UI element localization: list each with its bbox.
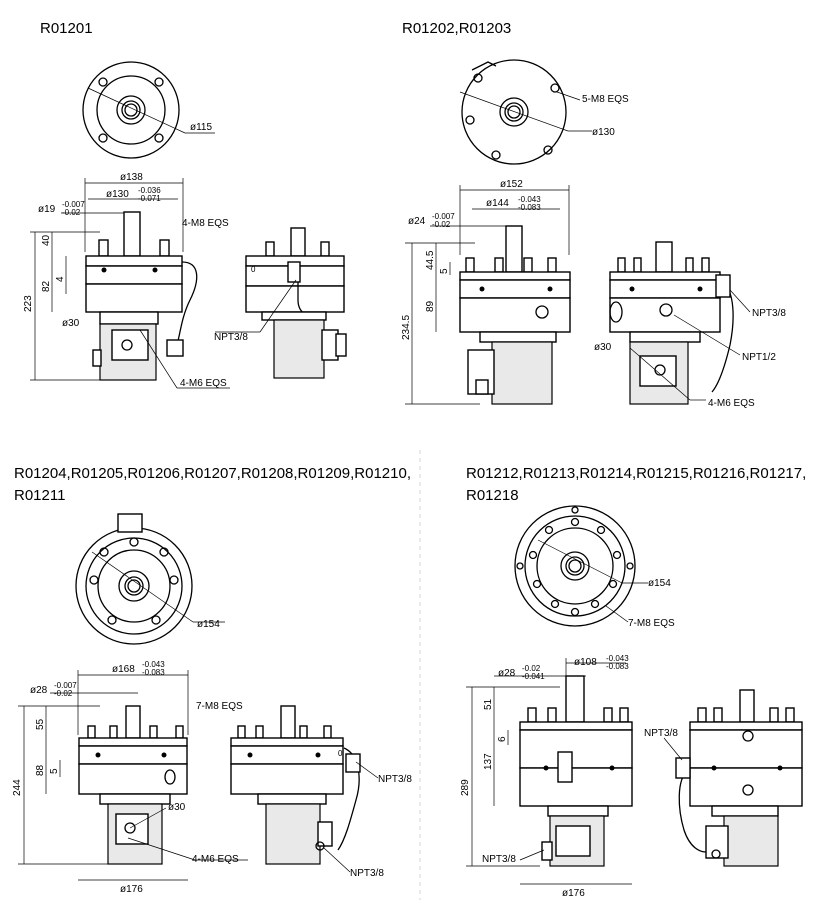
- r01201-top-view: [82, 61, 215, 159]
- r01212-side-view: [466, 658, 633, 885]
- r01201-side-view: [30, 178, 230, 389]
- r01212-pilot-dia: ø108: [574, 657, 597, 668]
- r01202-total: 234.5: [401, 315, 412, 340]
- r01202-port1: NPT3/8: [752, 308, 786, 319]
- r01201-shaft-tol-upper: -0.007: [62, 200, 85, 209]
- r01204-h2: 88: [35, 764, 46, 776]
- r01201-port: NPT3/8: [214, 332, 248, 343]
- r01202-shaft-tol-lower: -0.02: [432, 220, 451, 229]
- r01212-shaft-tol-lower: -0.041: [522, 672, 545, 681]
- r01212-h2: 137: [483, 753, 494, 770]
- r01202-shaft-tol-upper: -0.007: [432, 212, 455, 221]
- title-r01204-group-line1: R01204,R01205,R01206,R01207,R01208,R0120…: [14, 465, 411, 482]
- title-r01202-r01203: R01202,R01203: [402, 20, 512, 37]
- r01202-port2: NPT1/2: [742, 352, 776, 363]
- r01212-top-dia: ø154: [648, 578, 671, 589]
- r01204-h1: 55: [35, 718, 46, 730]
- svg-text:0: 0: [338, 749, 343, 758]
- r01204-rear-view: 0: [230, 705, 379, 873]
- r01204-bolts-bottom: 4-M6 EQS: [192, 854, 239, 865]
- r01202-shaft-dia: ø24: [408, 216, 426, 227]
- r01204-bolts-top: 7-M8 EQS: [196, 701, 243, 712]
- r01204-shaft-tol-upper: -0.007: [54, 681, 77, 690]
- r01202-top-bolts: 5-M8 EQS: [582, 94, 629, 105]
- r01201-outer-dia: ø138: [120, 172, 143, 183]
- r01212-shaft-tol-upper: -0.02: [522, 664, 541, 673]
- r01204-port1: NPT3/8: [378, 774, 412, 785]
- r01204-pilot-dia: ø168: [112, 664, 135, 675]
- r01204-h3: 5: [49, 768, 60, 774]
- r01201-small-dia: ø30: [62, 318, 80, 329]
- r01212-top-view: [514, 505, 648, 627]
- r01204-bottom-dia: ø176: [120, 884, 143, 895]
- title-r01204-group-line2: R01211: [14, 487, 66, 504]
- r01202-side-view: [405, 185, 571, 405]
- r01212-port-right: NPT3/8: [644, 728, 678, 739]
- r01212-pilot-tol-upper: -0.043: [606, 654, 629, 663]
- r01204-port2: NPT3/8: [350, 868, 384, 879]
- r01202-rear-view: [609, 241, 751, 405]
- r01201-bolts-top: 4-M8 EQS: [182, 218, 229, 229]
- r01204-shaft-dia: ø28: [30, 685, 48, 696]
- r01212-top-bolts: 7-M8 EQS: [628, 618, 675, 629]
- r01202-pilot-tol-upper: -0.043: [518, 195, 541, 204]
- r01201-total: 223: [23, 295, 34, 312]
- r01202-top-view: [459, 59, 592, 165]
- r01202-h3: 5: [439, 268, 450, 274]
- r01201-pilot-tol-upper: -0.036: [138, 186, 161, 195]
- r01204-total: 244: [12, 779, 23, 796]
- r01212-rear-view: [663, 689, 803, 867]
- r01201-rear-view: 0: [215, 227, 347, 379]
- svg-text:0: 0: [251, 265, 256, 274]
- r01201-pilot-dia: ø130: [106, 189, 129, 200]
- r01202-pilot-tol-lower: -0.083: [518, 203, 541, 212]
- r01204-top-view: [75, 513, 225, 645]
- r01201-h1: 40: [41, 234, 52, 246]
- r01202-top-dia: ø130: [592, 127, 615, 138]
- r01201-h3: 4: [55, 276, 66, 282]
- r01202-h1: 44.5: [425, 250, 436, 270]
- r01201-pilot-tol-lower: -0.071: [138, 194, 161, 203]
- r01212-shaft-dia: ø28: [498, 668, 516, 679]
- r01204-top-dia: ø154: [197, 619, 220, 630]
- r01212-port-left: NPT3/8: [482, 854, 516, 865]
- r01202-small-dia: ø30: [594, 342, 612, 353]
- r01212-h3: 6: [497, 736, 508, 742]
- r01202-pilot-dia: ø144: [486, 198, 509, 209]
- r01204-small-dia: ø30: [168, 802, 186, 813]
- r01202-h2: 89: [425, 300, 436, 312]
- r01201-shaft-dia: ø19: [38, 204, 56, 215]
- r01201-top-dia: ø115: [190, 122, 212, 133]
- r01204-side-view: [18, 670, 248, 881]
- r01212-bottom-dia: ø176: [562, 888, 585, 899]
- r01202-outer-dia: ø152: [500, 179, 523, 190]
- r01201-shaft-tol-lower: -0.02: [62, 208, 81, 217]
- r01212-total: 289: [460, 779, 471, 796]
- r01204-shaft-tol-lower: -0.02: [54, 689, 73, 698]
- title-r01201: R01201: [40, 20, 93, 37]
- r01201-h2: 82: [41, 280, 52, 292]
- r01204-pilot-tol-lower: -0.083: [142, 668, 165, 677]
- title-r01212-group-line1: R01212,R01213,R01214,R01215,R01216,R0121…: [466, 465, 807, 482]
- title-r01212-group-line2: R01218: [466, 487, 519, 504]
- r01212-pilot-tol-lower: -0.083: [606, 662, 629, 671]
- r01202-bolts-bottom: 4-M6 EQS: [708, 398, 755, 409]
- r01201-bolts-bottom: 4-M6 EQS: [180, 378, 227, 389]
- r01212-h1: 51: [483, 698, 494, 710]
- r01204-pilot-tol-upper: -0.043: [142, 660, 165, 669]
